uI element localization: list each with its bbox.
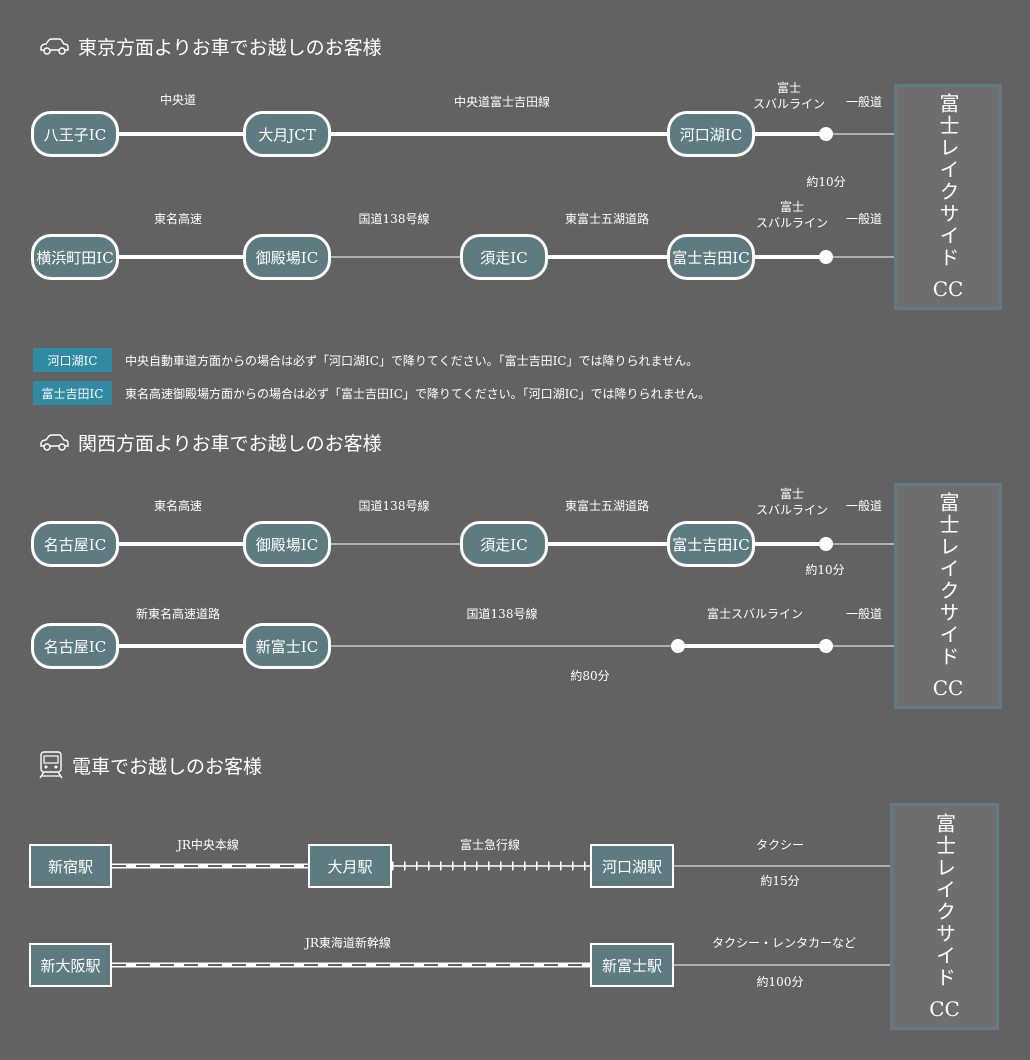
destination-box-tokyo: 富士レイクサイド CC: [894, 84, 1002, 310]
note-kawaguchiko: 河口湖IC 中央自動車道方面からの場合は必ず「河口湖IC」で降りてください。「富…: [33, 348, 698, 372]
travel-time-label: 約100分: [756, 975, 804, 989]
road-label: 国道138号線: [466, 607, 538, 621]
note-fujiyoshida: 富士吉田IC 東名高速御殿場方面からの場合は必ず「富士吉田IC」で降りてください…: [33, 381, 710, 405]
road-label: 国道138号線: [358, 212, 430, 226]
road-label: 国道138号線: [358, 499, 430, 513]
section-title: 電車でお越しのお客様: [72, 755, 263, 778]
station-kawaguchiko: 河口湖駅: [590, 844, 674, 888]
ic-node-otsuki-jct: 大月JCT: [243, 111, 331, 157]
station-shinfuji: 新富士駅: [590, 943, 674, 987]
line-label: タクシー: [755, 838, 805, 852]
ic-node-fujiyoshida: 富士吉田IC: [667, 234, 755, 280]
note-tag: 河口湖IC: [33, 348, 112, 372]
road-label: 富士 スバルライン: [755, 487, 829, 517]
junction-dot: [819, 250, 833, 264]
section-heading-train: 電車でお越しのお客様: [38, 750, 262, 780]
section-heading-tokyo: 東京方面よりお車でお越しのお客様: [38, 33, 382, 60]
destination-name: 富士レイクサイド: [936, 93, 960, 269]
road-label: 一般道: [845, 499, 883, 513]
destination-suffix: CC: [932, 676, 964, 700]
ic-node-subashiri: 須走IC: [460, 521, 548, 567]
line-label: JR中央本線: [177, 838, 239, 852]
junction-dot: [819, 639, 833, 653]
road-label: 新東名高速道路: [135, 607, 221, 621]
junction-dot: [671, 639, 685, 653]
road-label: 富士 スバルライン: [755, 200, 829, 230]
ic-node-fujiyoshida: 富士吉田IC: [667, 521, 755, 567]
destination-suffix: CC: [932, 277, 964, 301]
ic-node-gotemba: 御殿場IC: [243, 234, 331, 280]
road-label: 一般道: [845, 212, 883, 226]
ic-node-shinfuji: 新富士IC: [243, 623, 331, 669]
travel-time-label: 約10分: [806, 175, 846, 189]
road-label: 東名高速: [153, 212, 203, 226]
station-otsuki: 大月駅: [308, 844, 392, 888]
junction-dot: [819, 127, 833, 141]
ic-node-gotemba: 御殿場IC: [243, 521, 331, 567]
car-icon: [40, 37, 69, 55]
travel-time-label: 約80分: [570, 669, 610, 683]
destination-box-kansai: 富士レイクサイド CC: [894, 483, 1002, 709]
line-label: 富士急行線: [459, 838, 521, 852]
section-title: 関西方面よりお車でお越しのお客様: [78, 433, 382, 455]
road-label: 一般道: [845, 607, 883, 621]
destination-name: 富士レイクサイド: [932, 812, 957, 989]
ic-node-kawaguchiko: 河口湖IC: [667, 111, 755, 157]
note-tag: 富士吉田IC: [33, 381, 112, 405]
ic-node-hachioji: 八王子IC: [31, 111, 119, 157]
station-shin-osaka: 新大阪駅: [29, 943, 112, 987]
ic-node-nagoya: 名古屋IC: [31, 521, 119, 567]
section-heading-kansai: 関西方面よりお車でお越しのお客様: [38, 429, 382, 456]
ic-node-subashiri: 須走IC: [460, 234, 548, 280]
travel-time-label: 約15分: [760, 874, 800, 888]
line-label: タクシー・レンタカーなど: [711, 936, 857, 950]
road-label: 中央道富士吉田線: [453, 95, 551, 109]
road-label: 富士スバルライン: [706, 607, 804, 621]
note-text: 中央自動車道方面からの場合は必ず「河口湖IC」で降りてください。「富士吉田IC」…: [125, 353, 699, 368]
road-label: 東名高速: [153, 499, 203, 513]
ic-node-yokohama-machida: 横浜町田IC: [31, 234, 119, 280]
car-icon: [40, 433, 69, 451]
note-text: 東名高速御殿場方面からの場合は必ず「富士吉田IC」で降りてください。「河口湖IC…: [125, 386, 711, 401]
road-label: 富士 スバルライン: [752, 81, 826, 111]
road-label: 東富士五湖道路: [564, 212, 650, 226]
travel-time-label: 約10分: [805, 563, 845, 577]
destination-name: 富士レイクサイド: [936, 492, 960, 668]
section-title: 東京方面よりお車でお越しのお客様: [78, 37, 382, 59]
road-label: 一般道: [845, 95, 883, 109]
destination-suffix: CC: [929, 996, 960, 1021]
train-icon: [39, 751, 63, 779]
destination-box-train: 富士レイクサイド CC: [890, 803, 999, 1030]
road-label: 中央道: [159, 93, 197, 107]
ic-node-nagoya: 名古屋IC: [31, 623, 119, 669]
junction-dot: [819, 537, 833, 551]
road-label: 東富士五湖道路: [564, 499, 650, 513]
station-shinjuku: 新宿駅: [29, 844, 112, 888]
line-label: JR東海道新幹線: [305, 936, 391, 950]
